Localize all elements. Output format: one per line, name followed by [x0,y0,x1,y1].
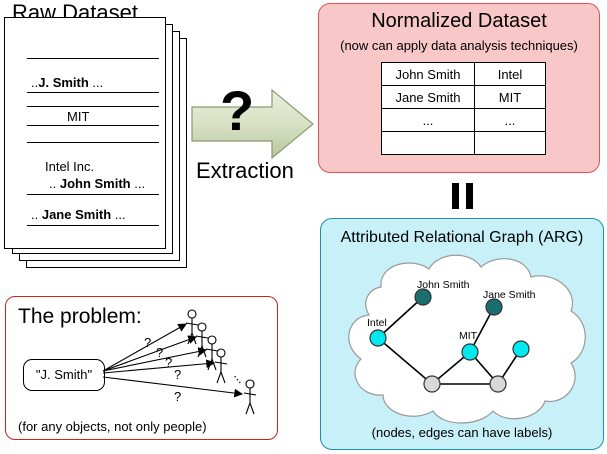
problem-diagram: ? ? ? ? ? ... [102,309,257,415]
extraction-label: Extraction [196,158,294,183]
doc-entry-john-smith: .. John Smith ... [49,176,146,191]
extraction-arrow-shape [191,88,314,160]
doc-line [27,225,159,226]
node-intel [369,329,387,347]
problem-qmark: ? [174,367,181,382]
arg-cloud [348,254,586,424]
doc-line [27,58,159,59]
normalized-dataset-title: Normalized Dataset [371,10,547,32]
node-john-smith [414,288,432,306]
table-row: ... ... [381,108,546,132]
node-mit [461,343,479,361]
table-cell: Jane Smith [381,85,475,109]
table-cell [474,131,546,155]
node-other [512,340,530,358]
doc-entry-jane-smith: .. Jane Smith ... [31,207,126,222]
node-label-mit: MIT [459,330,478,342]
arg-box: Attributed Relational Graph (ARG) John S… [320,218,604,450]
doc-line [27,125,159,126]
doc-entry-intel: Intel Inc. [45,159,95,174]
extraction-question-mark: ? [220,79,255,142]
problem-qmark: ? [165,355,172,370]
table-cell: ... [474,108,546,132]
doc-line [27,142,159,143]
doc-line [27,194,159,195]
table-cell: MIT [474,85,546,109]
problem-qmark: ? [144,335,151,350]
table-row [381,131,546,155]
node-label-intel: Intel [367,317,387,329]
arg-title: Attributed Relational Graph (ARG) [340,229,584,246]
normalized-dataset-box: Normalized Dataset (now can apply data a… [318,3,600,173]
arg-caption: (nodes, edges can have labels) [371,425,553,440]
problem-note: (for any objects, not only people) [18,419,207,434]
doc-entry-mit: MIT [67,109,90,124]
extraction-arrow [191,88,314,160]
equals-bar-right [466,183,473,209]
table-cell: ... [381,108,475,132]
normalized-table: John Smith Intel Jane Smith MIT ... ... [381,62,546,155]
table-cell: John Smith [381,62,475,86]
table-row: John Smith Intel [381,62,546,86]
normalized-dataset-subtitle: (now can apply data analysis techniques) [340,38,578,53]
doc-line [27,106,159,107]
problem-qmark: ? [174,389,181,404]
node-grey-right [489,375,507,393]
arg-graph: John Smith Jane Smith Intel MIT [348,254,586,424]
problem-title: The problem: [18,305,142,328]
node-label-jane-smith: Jane Smith [483,289,536,301]
equals-symbol: II [452,183,476,209]
table-cell: Intel [474,62,546,86]
query-bubble: "J. Smith" [23,359,105,391]
person-icons [185,309,257,415]
node-grey-left [423,375,441,393]
table-row: Jane Smith MIT [381,85,546,109]
doc-line [27,92,159,93]
doc-entry-j-smith: ..J. Smith ... [31,75,104,90]
table-cell [381,131,475,155]
raw-page-front: ..J. Smith ... MIT Intel Inc. .. John Sm… [4,17,166,249]
problem-qmark: ? [156,345,163,360]
node-label-john-smith: John Smith [417,279,470,291]
node-jane-smith [485,298,503,316]
problem-box: The problem: "J. Smith" [5,296,278,440]
equals-bar-left [452,183,459,209]
